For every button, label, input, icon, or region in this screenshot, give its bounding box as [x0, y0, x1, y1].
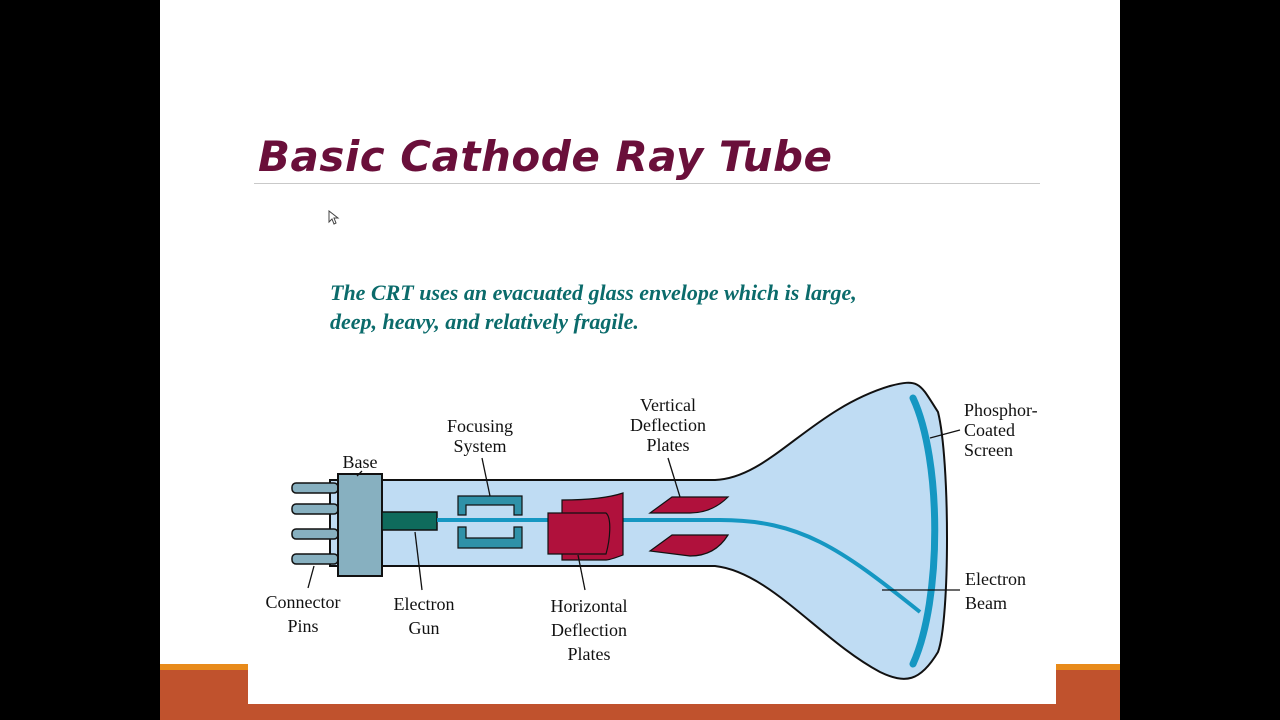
footer-accent-bottom: [248, 704, 1056, 720]
label-phosphor-1: Phosphor-: [964, 400, 1038, 420]
label-phosphor-2: Coated: [964, 420, 1015, 440]
connector-pins: [291, 482, 339, 565]
label-vertical-1: Vertical: [640, 395, 696, 415]
glass-envelope: [329, 381, 948, 680]
vertical-deflection-plates: [648, 496, 730, 557]
crt-diagram: Base Focusing System Vertical Deflection…: [266, 381, 1038, 680]
label-horizontal-1: Horizontal: [551, 596, 628, 616]
focusing-system: [457, 495, 523, 549]
label-focusing-1: Focusing: [447, 416, 513, 436]
horizontal-deflection-plates: [547, 492, 624, 561]
mouse-cursor-icon: [328, 210, 340, 225]
label-phosphor-3: Screen: [964, 440, 1013, 460]
electron-gun: [381, 511, 438, 531]
label-focusing-2: System: [453, 436, 506, 456]
label-base: Base: [343, 452, 378, 472]
label-beam-1: Electron: [965, 569, 1026, 589]
phosphor-screen: [909, 394, 939, 668]
label-connector-2: Pins: [287, 616, 318, 636]
slide-title: Basic Cathode Ray Tube: [258, 132, 833, 181]
label-vertical-3: Plates: [647, 435, 690, 455]
label-gun-2: Gun: [409, 618, 440, 638]
footer-accent-left: [160, 664, 248, 720]
slide: Basic Cathode Ray Tube The CRT uses an e…: [160, 0, 1120, 720]
slide-subtitle: The CRT uses an evacuated glass envelope…: [330, 280, 857, 334]
label-horizontal-3: Plates: [568, 644, 611, 664]
title-underline: [254, 183, 1040, 184]
electron-beam: [437, 518, 922, 614]
label-vertical-2: Deflection: [630, 415, 706, 435]
label-beam-2: Beam: [965, 593, 1007, 613]
footer-accent-right: [1056, 664, 1120, 720]
tube-base: [337, 473, 383, 577]
label-horizontal-2: Deflection: [551, 620, 627, 640]
label-gun-1: Electron: [394, 594, 455, 614]
label-connector-1: Connector: [266, 592, 341, 612]
leader-lines: [307, 429, 961, 591]
